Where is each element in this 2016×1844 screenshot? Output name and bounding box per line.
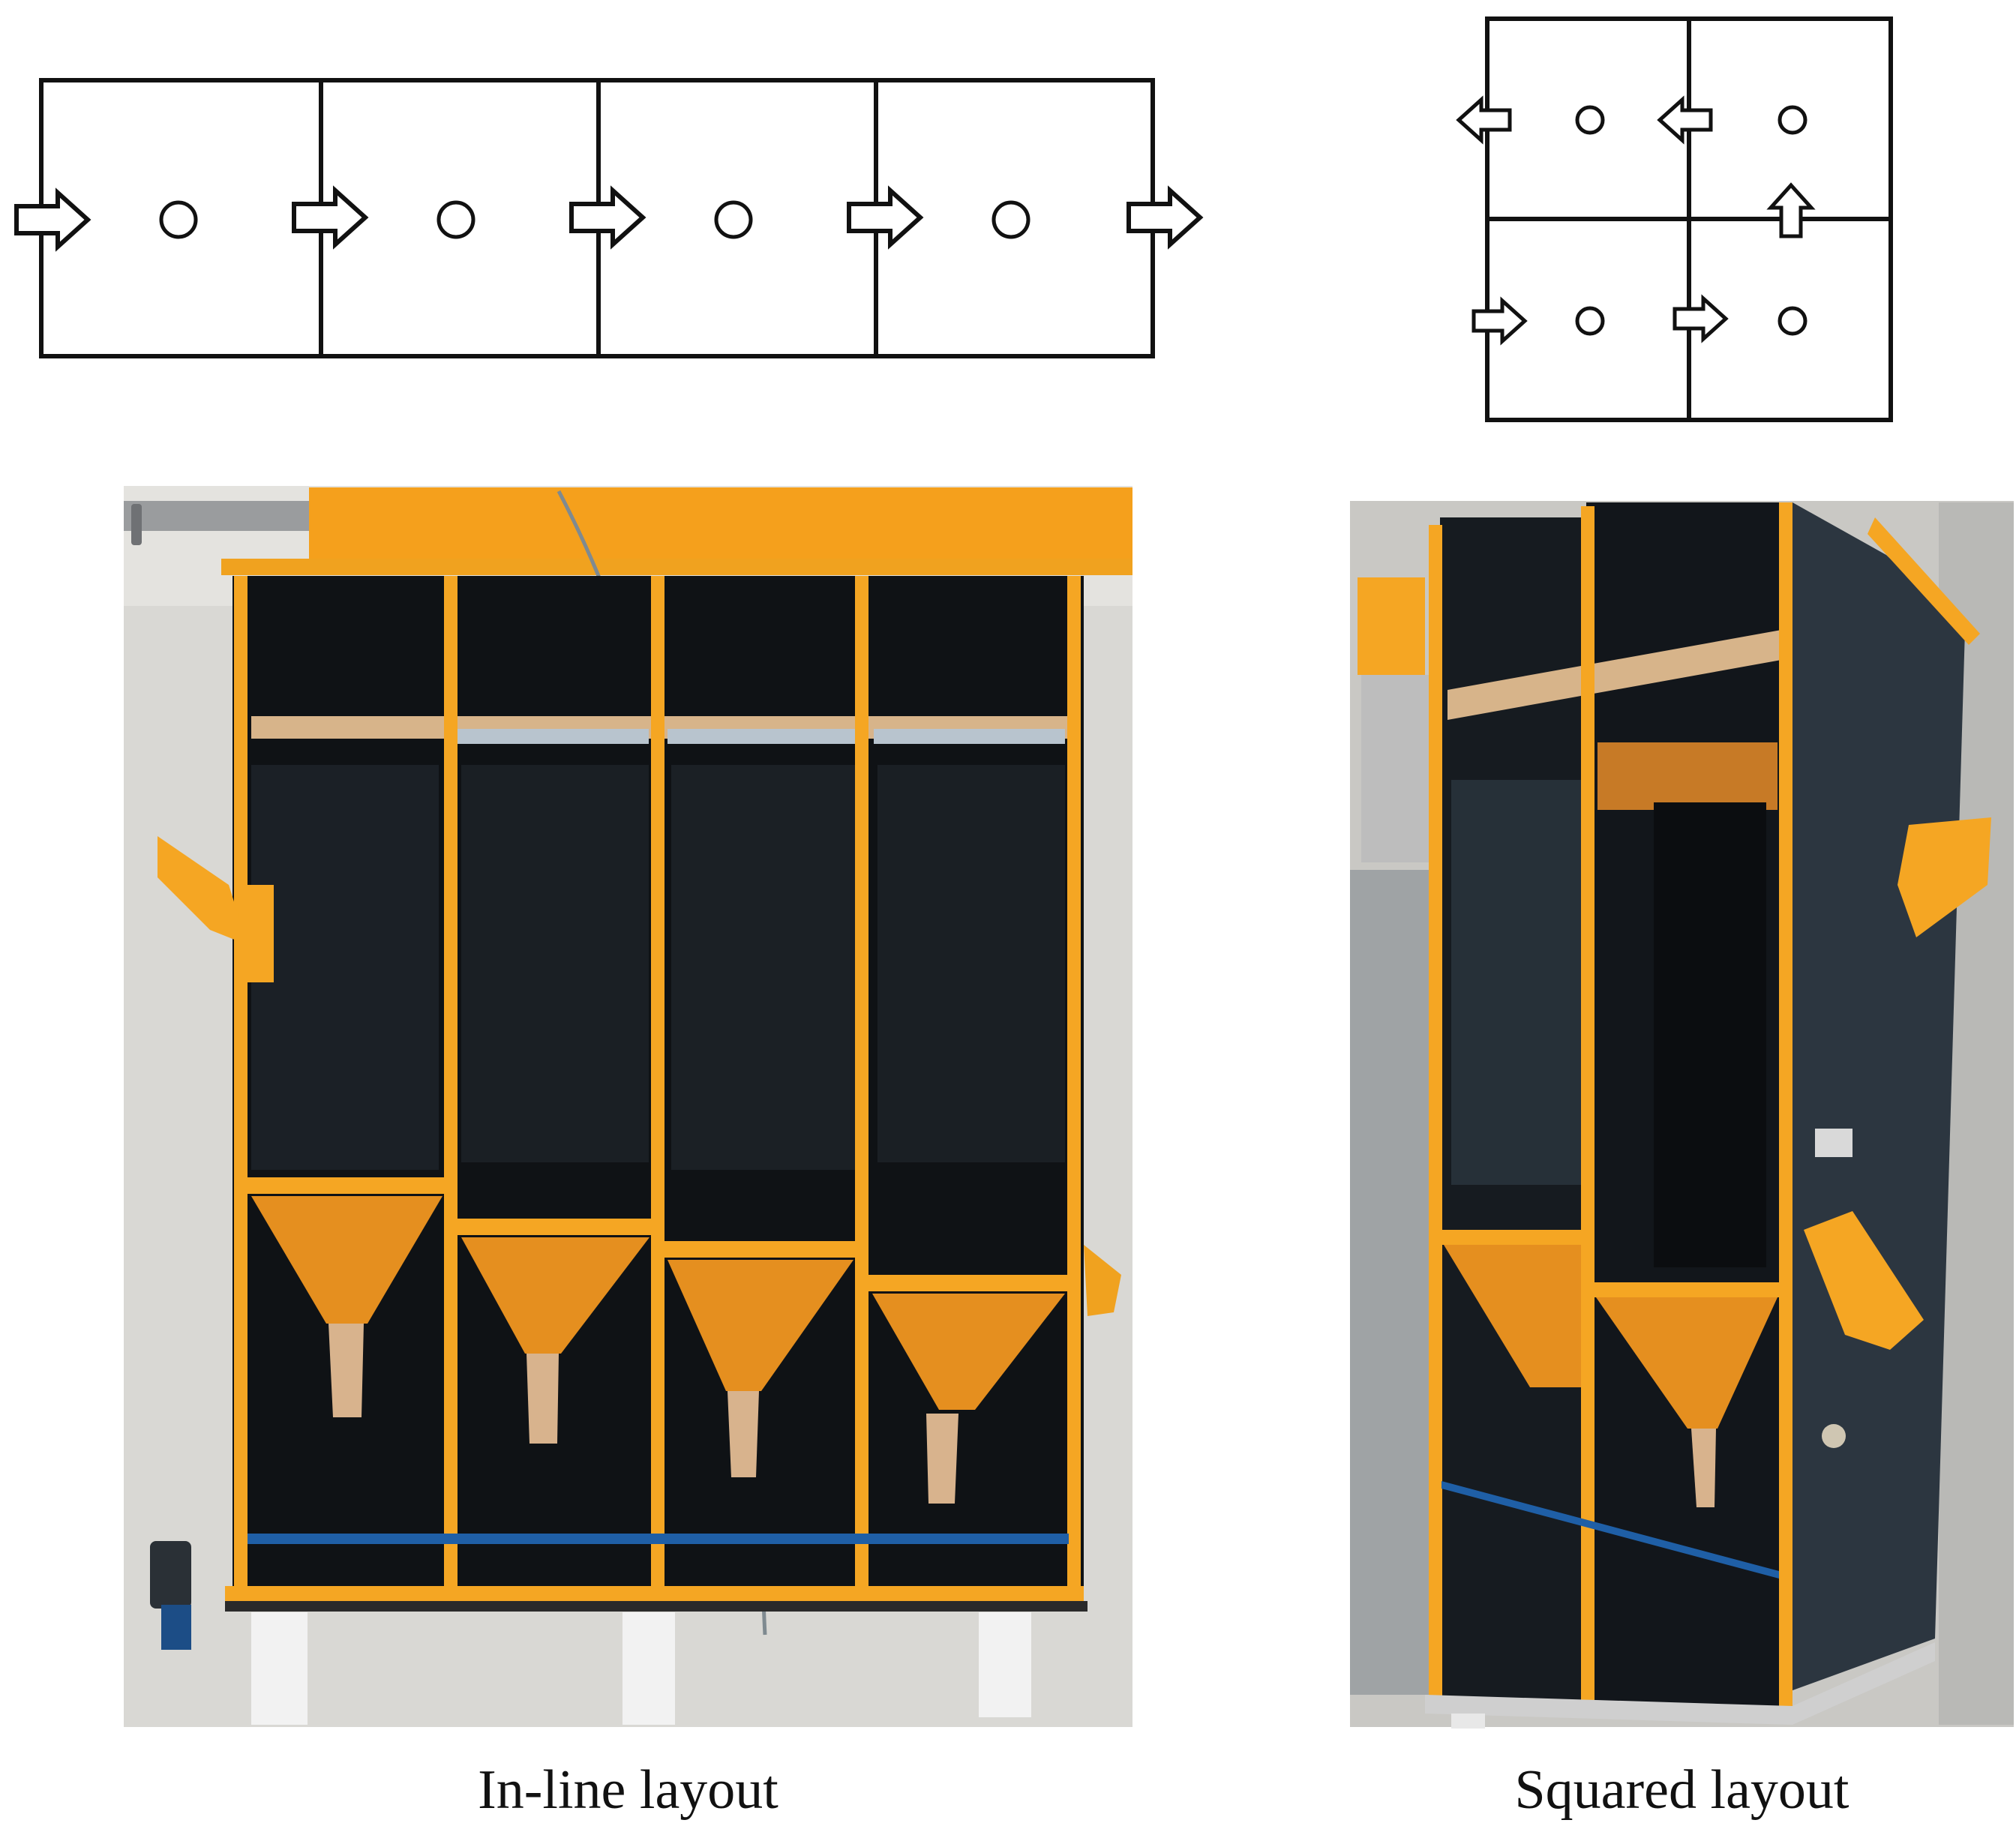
inline-vortex-3-icon (714, 200, 753, 239)
squared-funnel-left (1444, 1245, 1581, 1387)
squared-vortex-4-icon (1778, 306, 1808, 336)
inline-arrow-2-icon (572, 190, 643, 244)
squared-arrow-bottom-mid-icon (1675, 298, 1726, 339)
inline-funnel-4 (872, 1294, 1065, 1410)
inline-layout-diagram (16, 78, 1200, 358)
inline-vortex-1-icon (159, 200, 198, 239)
inline-top-beam (309, 487, 1132, 562)
squared-funnel-right (1596, 1297, 1778, 1429)
squared-arrow-top-mid-icon (1660, 100, 1711, 140)
inline-funnel-2 (461, 1237, 650, 1354)
inline-arrow-inlet-icon (16, 193, 88, 247)
squared-tank-side-wall (1770, 502, 1965, 1699)
inline-arrow-1-icon (294, 190, 365, 244)
squared-vortex-3-icon (1575, 306, 1605, 336)
squared-arrow-outlet-icon (1459, 100, 1510, 140)
inline-layout-caption: In-line layout (478, 1759, 778, 1821)
inline-vortex-4-icon (992, 200, 1030, 239)
squared-arrow-inlet-icon (1474, 301, 1525, 341)
inline-vortex-2-icon (436, 200, 476, 239)
inline-funnel-1 (251, 1196, 442, 1324)
squared-upper-inlet (1898, 817, 1991, 937)
inline-funnel-3 (668, 1260, 854, 1391)
squared-arrow-up-icon (1771, 185, 1811, 236)
squared-lower-inlet (1804, 1211, 1924, 1350)
squared-layout-caption: Squared layout (1514, 1759, 1850, 1821)
squared-vortex-2-icon (1778, 105, 1808, 135)
squared-vortex-1-icon (1575, 105, 1605, 135)
inline-side-inlet (158, 836, 248, 945)
squared-layout-diagram (1459, 16, 1893, 422)
squared-layout-photo (1350, 501, 2014, 1729)
inline-layout-photo (124, 486, 1132, 1727)
inline-arrow-outlet-icon (1129, 190, 1200, 244)
inline-arrow-3-icon (849, 190, 920, 244)
